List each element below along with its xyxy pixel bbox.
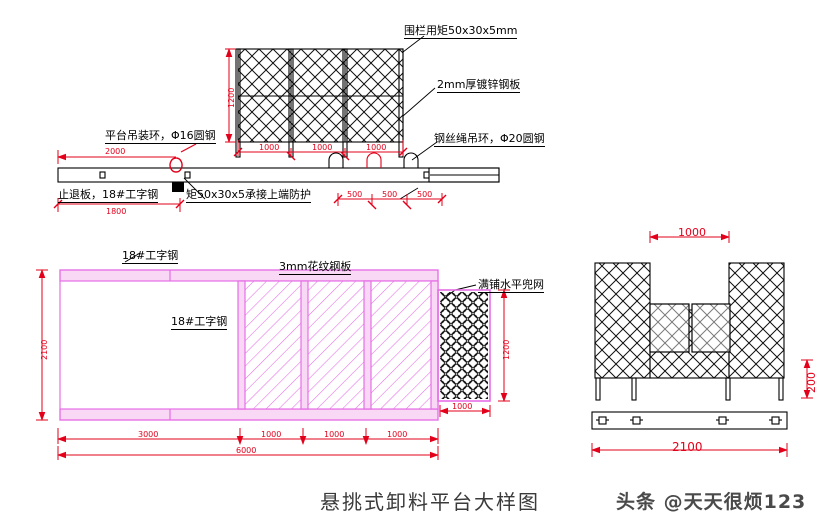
dim-plan-seg-2: 1000: [261, 430, 282, 439]
label-pattern-plate: 3mm花纹钢板: [279, 260, 352, 275]
label-platform-lifting-ring: 平台吊装环，Φ16圆钢: [105, 129, 216, 144]
dim-overhang-2000: 2000: [105, 147, 126, 156]
plan-view-geometry: [59, 269, 491, 421]
dim-plan-seg-4: 1000: [387, 430, 408, 439]
label-wire-rope-ring: 钢丝绳吊环，Φ20圆钢: [434, 132, 545, 147]
fence-elevation-geometry: [235, 48, 404, 158]
dim-plan-seg-3: 1000: [324, 430, 345, 439]
dim-spacing-2: 500: [382, 190, 398, 199]
dim-net-width-1000: 1000: [452, 402, 473, 411]
label-ibeam-top: 18#工字钢: [122, 249, 179, 264]
dim-section-opening-1000: 1000: [678, 226, 706, 239]
dim-fence-height: 1200: [227, 87, 236, 108]
dim-fence-bay-2: 1000: [312, 143, 333, 152]
dim-section-width-2100: 2100: [672, 440, 703, 454]
label-top-guard-tube: 矩50x30x5承接上端防护: [186, 188, 312, 203]
beam-elevation-geometry: [57, 143, 500, 192]
label-safety-net: 满铺水平兜网: [478, 278, 544, 293]
drawing-title: 悬挑式卸料平台大样图: [320, 490, 540, 514]
dim-spacing-1: 500: [347, 190, 363, 199]
label-galvanized-plate: 2mm厚镀锌钢板: [437, 78, 521, 93]
dim-fence-bay-1: 1000: [259, 143, 280, 152]
dim-fence-bay-3: 1000: [366, 143, 387, 152]
section-view-geometry: [591, 262, 788, 430]
dim-inner-1800: 1800: [106, 207, 127, 216]
dim-net-height-1200: 1200: [502, 339, 511, 360]
label-ibeam-middle: 18#工字钢: [171, 315, 228, 330]
dim-plan-width-2100: 2100: [40, 339, 49, 360]
dimension-lines: [36, 48, 813, 460]
dim-spacing-3: 500: [417, 190, 433, 199]
dim-section-base-200: 200: [805, 372, 818, 393]
label-stop-plate: 止退板，18#工字钢: [58, 188, 159, 203]
label-rail-spec: 围栏用矩50x30x5mm: [404, 24, 518, 39]
watermark: 头条 @天天很烦123: [616, 491, 807, 513]
dim-plan-seg-1: 3000: [138, 430, 159, 439]
dim-plan-overall-6000: 6000: [236, 446, 257, 455]
